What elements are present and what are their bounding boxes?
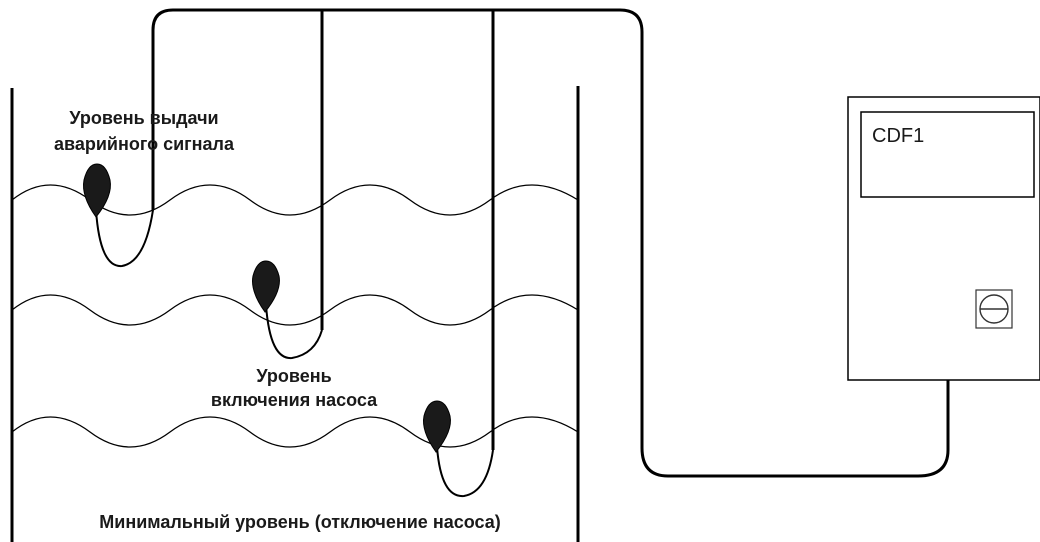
float-pump-on [252, 260, 323, 360]
water-wave-lower [11, 416, 579, 448]
float-pump-on-cable [265, 304, 323, 360]
alarm-level-label-line2: аварийного сигнала [54, 134, 235, 154]
float-min-level [423, 400, 494, 498]
dial-switch-icon [975, 289, 1013, 329]
cable-harness [151, 8, 950, 478]
float-pump-on-body [252, 260, 280, 313]
controller-unit: CDF1 [847, 96, 1040, 381]
cable-alarm-float [151, 8, 950, 478]
float-min-level-body [423, 400, 451, 453]
controller-model-label: CDF1 [872, 125, 924, 147]
min-level-label: Минимальный уровень (отключение насоса) [99, 512, 500, 532]
alarm-level-label-line1: Уровень выдачи [69, 108, 218, 128]
pump-on-level-label-line1: Уровень [256, 366, 331, 386]
float-alarm-body [83, 163, 111, 218]
tank [10, 86, 580, 542]
controller-display-panel [860, 111, 1035, 198]
water-wave-middle [11, 294, 579, 326]
pump-on-level-label-line2: включения насоса [211, 390, 378, 410]
float-alarm [83, 163, 154, 268]
float-alarm-cable [95, 209, 154, 268]
float-min-level-cable [436, 446, 494, 498]
